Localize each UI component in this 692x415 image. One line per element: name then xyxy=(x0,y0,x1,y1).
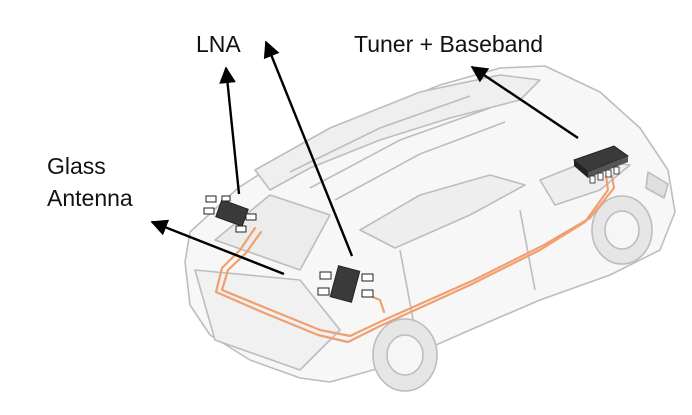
tailgate xyxy=(194,269,341,371)
headlight xyxy=(645,171,669,199)
roof-rail xyxy=(334,121,506,201)
arrow-lna-left xyxy=(219,66,241,195)
arrow-tuner xyxy=(470,66,579,139)
lna-label: LNA xyxy=(196,31,241,57)
side-window xyxy=(359,174,526,249)
glass-antenna-label-line2: Antenna xyxy=(47,185,133,211)
car-illustration xyxy=(184,65,676,392)
arrow-lna-center xyxy=(263,40,354,257)
door-line xyxy=(519,209,536,291)
lna-module-icon xyxy=(203,195,257,233)
arrow-icon xyxy=(150,40,579,276)
arrow-glass-antenna xyxy=(150,219,285,276)
tuner-baseband-module-icon xyxy=(573,145,630,184)
roof-rail xyxy=(289,95,471,173)
roof-rail xyxy=(309,107,491,189)
lna-module-icon xyxy=(317,265,374,303)
tuner-baseband-label: Tuner + Baseband xyxy=(354,31,544,57)
door-line xyxy=(399,249,416,331)
rear-window xyxy=(214,194,331,271)
glass-antenna-label-line1: Glass xyxy=(47,153,106,179)
